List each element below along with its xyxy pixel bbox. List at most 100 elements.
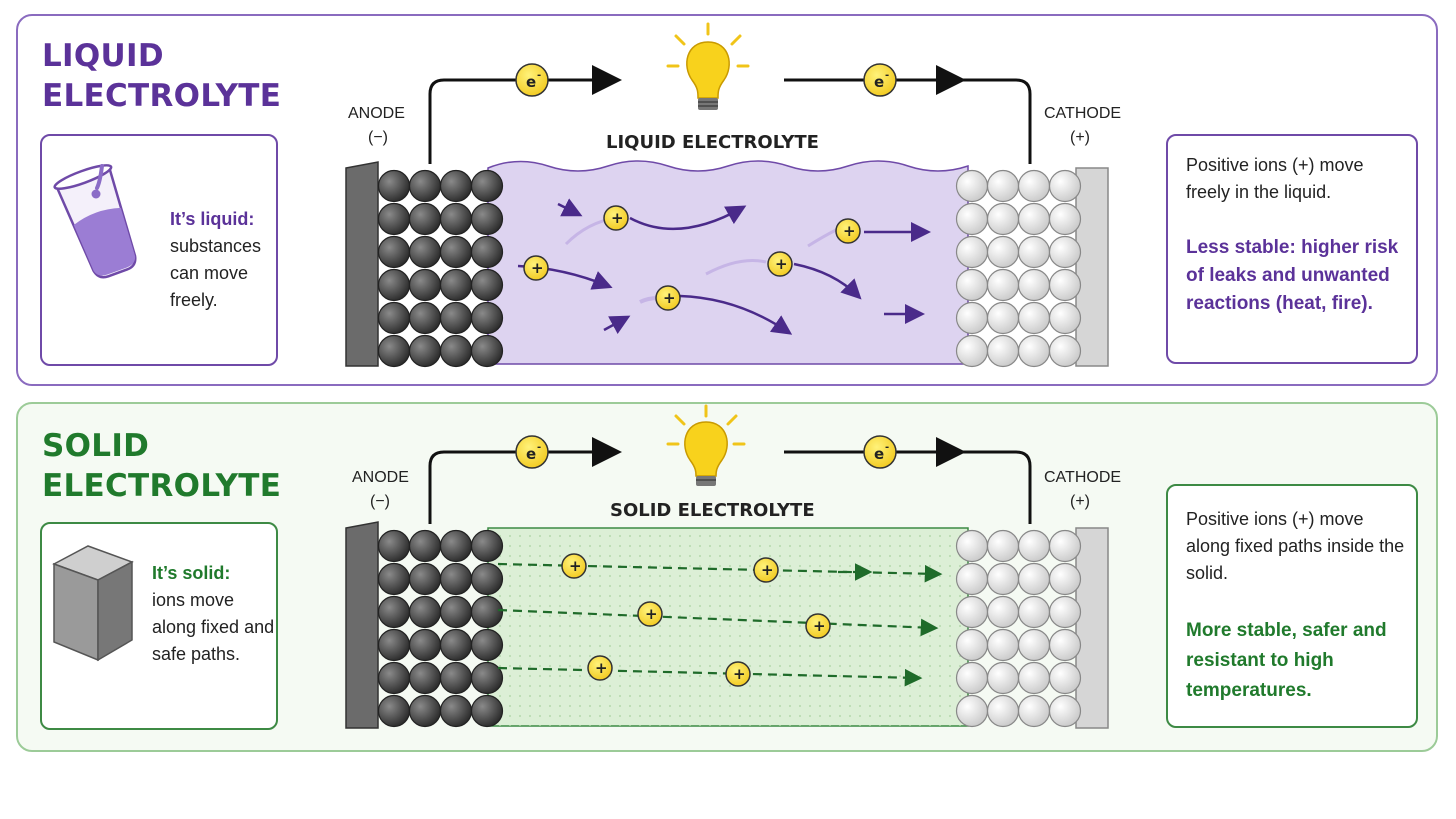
solid-right-highlight: More stable, safer and resistant to high… xyxy=(1186,620,1387,701)
electron-charge: - xyxy=(537,70,541,81)
electrode-particle xyxy=(955,235,989,269)
anode-particles xyxy=(377,529,504,728)
cathode-particles xyxy=(955,529,1082,728)
ion-sign: + xyxy=(595,659,608,677)
electrode-particle xyxy=(1017,268,1051,302)
electrode-particle xyxy=(408,235,442,269)
electrode-particle xyxy=(1017,235,1051,269)
solid-title-line1: SOLID xyxy=(42,428,150,464)
electrode-particle xyxy=(986,301,1020,335)
electrode-particle xyxy=(986,202,1020,236)
solid-left-text-block: It’s solid: ions move along fixed and sa… xyxy=(152,560,278,668)
ion-sign: + xyxy=(761,561,774,579)
anode-plate xyxy=(345,161,379,367)
electrode-particle xyxy=(377,235,411,269)
ion-sign: + xyxy=(733,665,746,683)
cathode-sign: (+) xyxy=(1070,493,1090,510)
positive-ion: + xyxy=(767,251,793,277)
external-wire xyxy=(428,450,1032,524)
ion-sign: + xyxy=(813,617,826,635)
liquid-left-description: substances can move freely. xyxy=(170,236,262,310)
electron-charge: - xyxy=(885,442,889,453)
electrode-particle xyxy=(955,202,989,236)
electrode-particle xyxy=(1017,661,1051,695)
electrode-particle xyxy=(1017,628,1051,662)
electrode-particle xyxy=(439,169,473,203)
cathode-label: CATHODE xyxy=(1044,105,1121,122)
electrode-particle xyxy=(377,562,411,596)
electrode-particle xyxy=(377,595,411,629)
electron-symbol: e xyxy=(874,73,884,91)
positive-ion: + xyxy=(523,255,549,281)
solid-info-card: It’s solid: ions move along fixed and sa… xyxy=(40,522,278,730)
electrode-particle xyxy=(1048,202,1082,236)
liquid-explanation-card: Positive ions (+) move freely in the liq… xyxy=(1166,134,1418,364)
electrode-particle xyxy=(1017,169,1051,203)
electrode-particle xyxy=(377,694,411,728)
anode-particles xyxy=(377,169,504,368)
electrode-particle xyxy=(986,628,1020,662)
electrode-particle xyxy=(377,529,411,563)
ion-sign: + xyxy=(663,289,676,307)
solid-title: SOLID ELECTROLYTE xyxy=(42,426,281,506)
electrode-particle xyxy=(1017,595,1051,629)
liquid-right-highlight: Less stable: higher risk of leaks and un… xyxy=(1186,237,1399,314)
electrode-particle xyxy=(470,529,504,563)
external-wire xyxy=(428,78,1032,164)
liquid-title: LIQUID ELECTROLYTE xyxy=(42,36,281,116)
positive-ion: + xyxy=(603,205,629,231)
electrode-particle xyxy=(470,562,504,596)
electrode-particle xyxy=(1048,169,1082,203)
positive-ion: + xyxy=(587,655,613,681)
electrode-particle xyxy=(408,301,442,335)
electrode-particle xyxy=(986,169,1020,203)
anode-sign: (−) xyxy=(368,129,388,146)
electrode-particle xyxy=(955,334,989,368)
electrode-particle xyxy=(986,334,1020,368)
solid-left-highlight: It’s solid: xyxy=(152,563,231,583)
electrode-particle xyxy=(408,661,442,695)
liquid-left-highlight: It’s liquid: xyxy=(170,209,255,229)
electrode-particle xyxy=(377,661,411,695)
electrode-particle xyxy=(470,202,504,236)
electrode-particle xyxy=(377,334,411,368)
electrode-particle xyxy=(439,301,473,335)
liquid-electrolyte-label: LIQUID ELECTROLYTE xyxy=(606,132,819,153)
electrode-particle xyxy=(1048,334,1082,368)
liquid-title-line1: LIQUID xyxy=(42,38,164,74)
electrode-particle xyxy=(470,235,504,269)
electron-charge: - xyxy=(537,442,541,453)
liquid-electrolyte-fill xyxy=(487,160,969,365)
electrode-particle xyxy=(408,169,442,203)
electrode-particle xyxy=(470,628,504,662)
electrode-particle xyxy=(1017,301,1051,335)
electrode-particle xyxy=(439,562,473,596)
electrode-particle xyxy=(1048,694,1082,728)
electrode-particle xyxy=(377,301,411,335)
electrode-particle xyxy=(439,334,473,368)
electron-left: e - xyxy=(515,435,549,469)
solid-explanation-card: Positive ions (+) move along fixed paths… xyxy=(1166,484,1418,728)
liquid-info-card: It’s liquid: substances can move freely. xyxy=(40,134,278,366)
electrode-particle xyxy=(408,628,442,662)
electrode-particle xyxy=(986,562,1020,596)
electrode-particle xyxy=(1017,334,1051,368)
electron-charge: - xyxy=(885,70,889,81)
anode-plate xyxy=(345,521,379,729)
electrode-particle xyxy=(955,268,989,302)
electrode-particle xyxy=(439,529,473,563)
ion-sign: + xyxy=(775,255,788,273)
electrode-particle xyxy=(408,595,442,629)
electrode-particle xyxy=(470,334,504,368)
cathode-label: CATHODE xyxy=(1044,469,1121,486)
electrode-particle xyxy=(1048,235,1082,269)
electrode-particle xyxy=(1048,661,1082,695)
electrode-particle xyxy=(470,268,504,302)
liquid-electrolyte-panel: LIQUID ELECTROLYTE It’s liquid: substanc… xyxy=(16,14,1438,386)
solid-right-description: Positive ions (+) move along fixed paths… xyxy=(1186,509,1405,583)
positive-ion: + xyxy=(655,285,681,311)
positive-ion: + xyxy=(835,218,861,244)
liquid-title-line2: ELECTROLYTE xyxy=(42,78,282,114)
cathode-particles xyxy=(955,169,1082,368)
electrode-particle xyxy=(955,301,989,335)
